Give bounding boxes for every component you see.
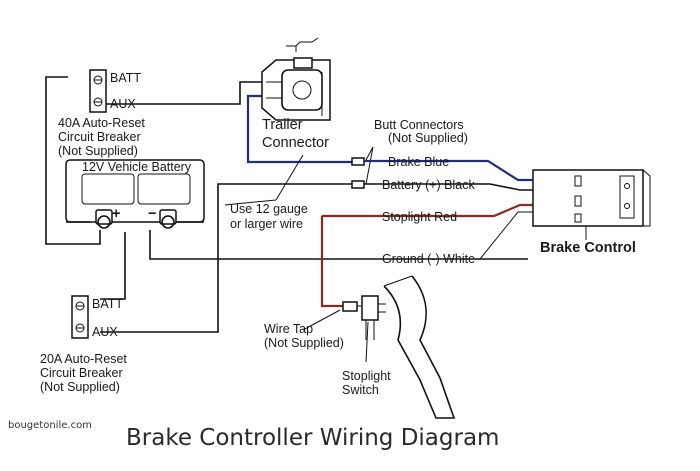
- wire-ground-white: [479, 211, 533, 260]
- stoplight-switch-leader: [365, 321, 369, 363]
- wire-aux-to-trailer: [100, 81, 262, 105]
- breaker-20a-caption-1: 20A Auto-Reset: [40, 352, 127, 366]
- brake-control-unit: [532, 169, 651, 227]
- wire-battery-to-40a-breaker: [45, 76, 101, 245]
- battery-plus: +: [112, 206, 120, 222]
- breaker-40a-aux-label: AUX: [110, 97, 136, 111]
- breaker-20a-batt-label: BATT: [92, 297, 123, 311]
- vehicle-battery: [65, 159, 205, 229]
- wire-battery-black: [364, 183, 533, 191]
- stoplight-switch: [361, 295, 386, 340]
- breaker-40a-caption-2: Circuit Breaker: [58, 130, 141, 144]
- wire-trailer-blue: [246, 94, 355, 164]
- wire-tap-leader: [302, 309, 341, 331]
- wire-tap-label-1: Wire Tap: [264, 322, 313, 336]
- stoplight-switch-label-1: Stoplight: [342, 369, 391, 383]
- wire-tap: [342, 301, 364, 312]
- butt-connector-black: [351, 180, 365, 189]
- brake-pedal-arm: [383, 275, 456, 419]
- circuit-breaker-20a: [71, 295, 89, 339]
- butt-connector-blue: [351, 157, 365, 166]
- battery-black-label: Battery (+) Black: [382, 178, 475, 192]
- brake-control-label: Brake Control: [540, 240, 636, 256]
- trailer-connector: [261, 57, 331, 121]
- butt-connectors-label-1: Butt Connectors: [374, 118, 464, 132]
- ground-white-label: Ground (-) White: [382, 252, 475, 266]
- gauge-note-leader: [224, 154, 304, 206]
- wire-tap-label-2: (Not Supplied): [264, 336, 344, 350]
- butt-connectors-label-2: (Not Supplied): [388, 131, 468, 145]
- wire-20a-to-battery-black: [100, 183, 355, 333]
- breaker-20a-aux-label: AUX: [92, 325, 118, 339]
- trailer-connector-label-1: Trailer: [262, 117, 303, 133]
- butt-connector-leader: [365, 146, 374, 185]
- breaker-20a-caption-2: Circuit Breaker: [40, 366, 123, 380]
- breaker-40a-batt-label: BATT: [110, 71, 141, 85]
- wire-stoplight-red: [322, 203, 533, 218]
- breaker-40a-caption-3: (Not Supplied): [58, 144, 138, 158]
- brake-blue-label: Brake Blue: [388, 155, 449, 169]
- wire-stoplight-red-down: [320, 216, 343, 308]
- gauge-note-2: or larger wire: [230, 217, 303, 231]
- battery-minus: −: [148, 206, 156, 222]
- wire-brake-blue: [364, 159, 533, 182]
- breaker-40a-caption-1: 40A Auto-Reset: [58, 116, 145, 130]
- diagram-title: Brake Controller Wiring Diagram: [126, 425, 499, 451]
- stoplight-switch-label-2: Switch: [342, 383, 379, 397]
- trailer-connector-top-pins: [286, 37, 319, 52]
- battery-label: 12V Vehicle Battery: [82, 160, 192, 174]
- breaker-20a-caption-3: (Not Supplied): [40, 380, 120, 394]
- gauge-note-1: Use 12 gauge: [230, 202, 308, 216]
- watermark: bougetonile.com: [8, 420, 92, 431]
- wire-ground: [149, 230, 528, 260]
- trailer-connector-label-2: Connector: [262, 135, 329, 151]
- wire-battery-to-20a-breaker: [100, 232, 126, 300]
- circuit-breaker-40a: [89, 69, 107, 113]
- stoplight-red-label: Stoplight Red: [382, 210, 457, 224]
